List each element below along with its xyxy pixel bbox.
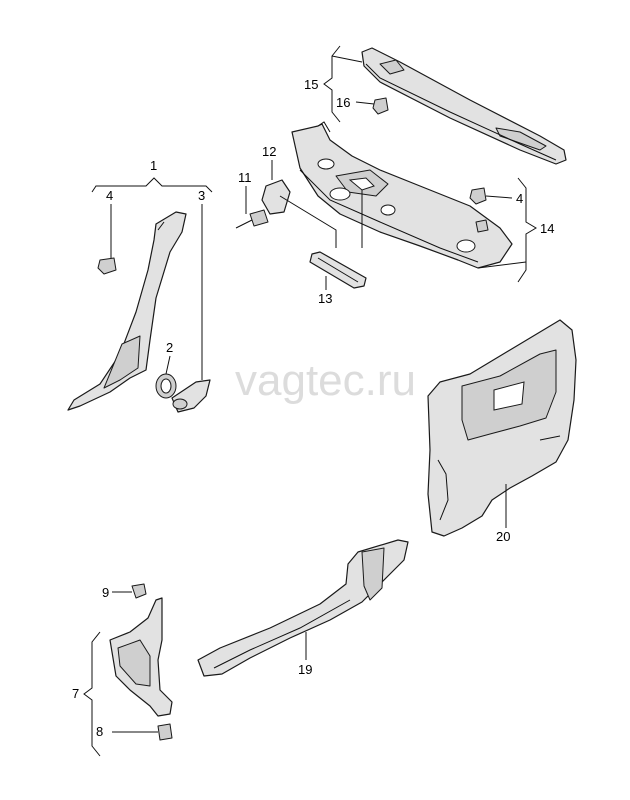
part-12-lamp-housing <box>261 179 291 215</box>
callout-1: 1 <box>150 158 157 173</box>
part-20-side-panel <box>427 319 577 537</box>
part-4-clip-left <box>97 257 117 275</box>
part-2-speaker-grille <box>155 373 177 399</box>
callout-19: 19 <box>298 662 312 677</box>
part-1-pillar-trim <box>67 211 187 411</box>
leader-lines <box>83 45 537 757</box>
callout-11: 11 <box>238 170 252 185</box>
part-7-pillar-lower <box>109 597 173 717</box>
part-13-sill-strip <box>309 251 367 289</box>
part-11-connector <box>235 209 269 229</box>
callout-12: 12 <box>262 144 276 159</box>
callout-3: 3 <box>198 188 205 203</box>
part-3-tweeter-cover <box>171 379 211 413</box>
part-9-clip <box>131 583 147 599</box>
callout-7: 7 <box>72 686 79 701</box>
callout-14: 14 <box>540 221 554 236</box>
callout-9: 9 <box>102 585 109 600</box>
callout-16: 16 <box>336 95 350 110</box>
callout-13: 13 <box>318 291 332 306</box>
callout-4-left: 4 <box>106 188 113 203</box>
callout-labels: 1 2 3 4 4 7 8 9 11 12 13 14 15 16 19 20 <box>72 77 554 739</box>
part-4-clip-right <box>469 187 489 233</box>
callout-20: 20 <box>496 529 510 544</box>
part-8-clip <box>157 723 173 741</box>
part-19-sill-trim <box>197 539 409 677</box>
callout-4-right: 4 <box>516 191 523 206</box>
callout-8: 8 <box>96 724 103 739</box>
watermark: vagtec.ru <box>235 356 416 405</box>
part-15-shelf-cover <box>361 47 567 165</box>
part-14-trim-panel <box>291 121 513 269</box>
part-16-clip <box>372 97 389 115</box>
callout-15: 15 <box>304 77 318 92</box>
callout-2: 2 <box>166 340 173 355</box>
